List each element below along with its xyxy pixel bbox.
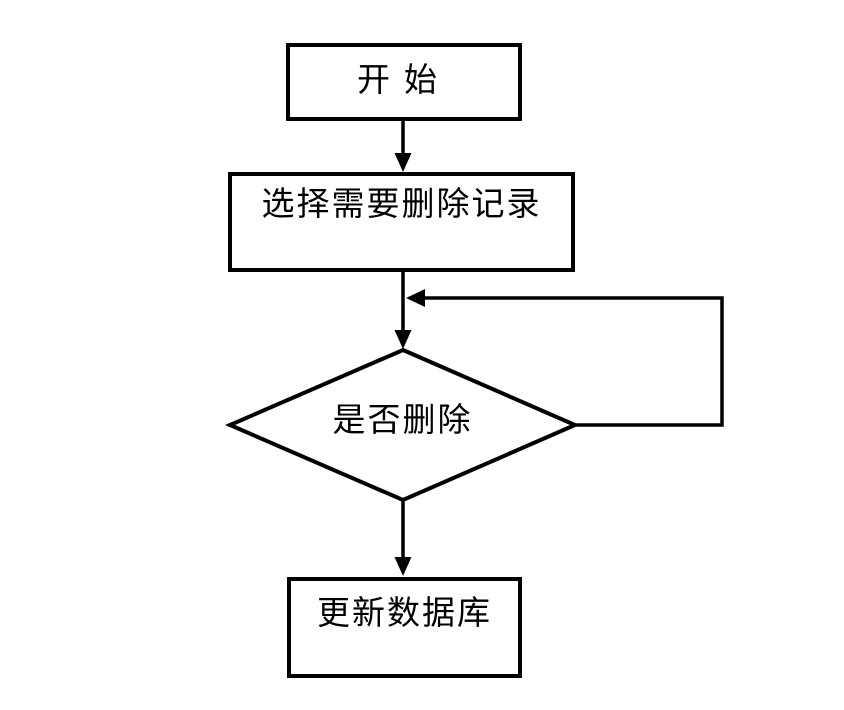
arrowhead-down-icon — [394, 153, 412, 172]
node-start-label: 开始 — [357, 63, 451, 100]
node-decision: 是否删除 — [230, 350, 575, 500]
edge-decision-loop-line — [424, 296, 724, 427]
arrowhead-left-icon — [406, 289, 425, 307]
arrowhead-down-icon — [394, 557, 412, 576]
node-start: 开始 — [286, 43, 522, 121]
decision-diamond-shape — [224, 347, 581, 503]
node-update-database: 更新数据库 — [287, 577, 522, 678]
arrowhead-down-icon — [394, 330, 412, 349]
node-select-records-label: 选择需要删除记录 — [261, 187, 542, 223]
node-update-database-label: 更新数据库 — [317, 596, 492, 632]
node-select-records: 选择需要删除记录 — [228, 172, 575, 272]
node-decision-label: 是否删除 — [332, 403, 473, 439]
